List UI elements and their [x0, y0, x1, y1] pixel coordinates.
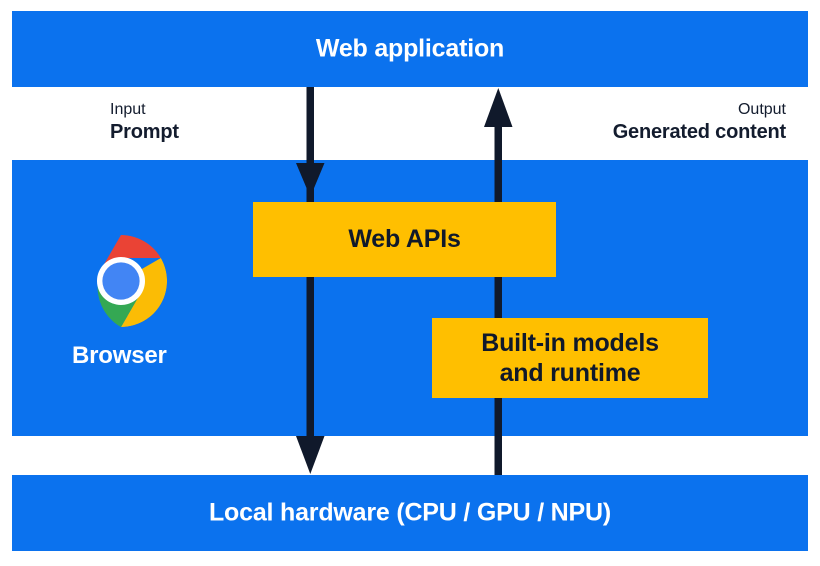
- web-application-title: Web application: [315, 34, 505, 63]
- input-flow-value: Prompt: [110, 120, 179, 143]
- builtin-models-label: Built-in models and runtime: [481, 328, 659, 389]
- input-flow-kind: Input: [110, 101, 146, 118]
- output-flow-value: Generated content: [612, 120, 787, 143]
- component-web-apis[interactable]: Web APIs: [253, 202, 556, 277]
- component-builtin-models[interactable]: Built-in models and runtime: [432, 318, 708, 398]
- web-apis-label: Web APIs: [348, 225, 461, 254]
- layer-web-application: Web application: [12, 11, 808, 87]
- layer-local-hardware: Local hardware (CPU / GPU / NPU): [12, 475, 808, 551]
- output-flow-label: Output Generated content: [612, 100, 787, 144]
- local-hardware-title: Local hardware (CPU / GPU / NPU): [208, 498, 611, 527]
- chrome-logo-icon: [96, 234, 168, 328]
- output-flow-kind: Output: [737, 101, 786, 118]
- browser-label: Browser: [72, 342, 167, 369]
- browser-identity: Browser: [72, 232, 170, 370]
- input-flow-label: Input Prompt: [110, 100, 179, 144]
- builtin-models-line-2: and runtime: [499, 359, 641, 387]
- builtin-models-line-1: Built-in models: [481, 328, 659, 357]
